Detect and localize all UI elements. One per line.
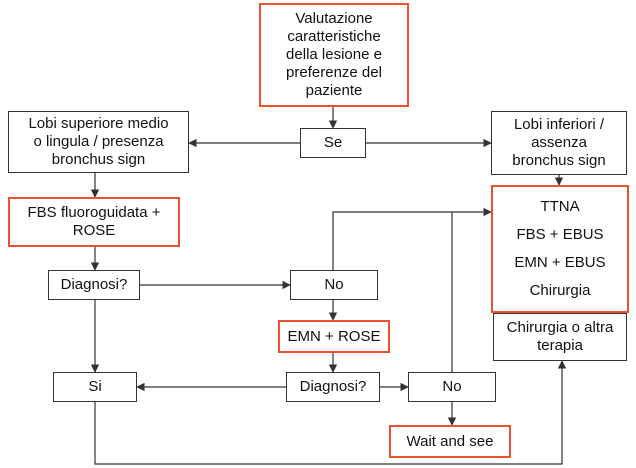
node-text-line: ROSE — [72, 222, 116, 239]
node-text-line: Chirurgia o altra — [506, 319, 614, 336]
node-si: Si — [53, 372, 137, 402]
node-no-2: No — [408, 372, 496, 402]
node-text-line: Diagnosi? — [60, 276, 128, 293]
arrow-si-chirurgia — [94, 360, 567, 465]
node-text-line: EMN + EBUS — [514, 254, 606, 271]
node-wait-and-see: Wait and see — [389, 425, 511, 458]
node-diagnosi-1: Diagnosi? — [48, 270, 140, 300]
node-options: TTNA FBS + EBUS EMN + EBUS Chirurgia — [491, 185, 629, 313]
node-emn-rose: EMN + ROSE — [278, 320, 390, 353]
node-diagnosi-2: Diagnosi? — [286, 372, 380, 402]
node-text-line: bronchus sign — [512, 152, 606, 169]
node-text-line: della lesione e — [286, 46, 382, 63]
node-text-line: TTNA — [540, 198, 580, 215]
node-text-line: Lobi superiore medio — [28, 115, 169, 132]
node-se: Se — [300, 128, 366, 158]
node-text-line: Valutazione — [295, 10, 373, 27]
node-text-line: terapia — [537, 337, 583, 354]
node-text-line: Si — [88, 378, 102, 395]
node-text-line: assenza — [531, 134, 587, 151]
node-text-line: Diagnosi? — [299, 378, 367, 395]
node-text-line: paziente — [305, 82, 363, 99]
node-text-line: FBS + EBUS — [516, 226, 604, 243]
node-text-line: FBS fluoroguidata + — [27, 204, 161, 221]
node-no-1: No — [290, 270, 378, 300]
node-text-line: Wait and see — [406, 432, 494, 450]
node-text-line: EMN + ROSE — [287, 327, 381, 345]
node-fbs: FBS fluoroguidata +ROSE — [8, 197, 180, 247]
node-text-line: No — [324, 276, 344, 293]
node-text-line: Se — [323, 134, 343, 151]
node-text-line: o lingula / presenza — [33, 133, 164, 150]
node-text-line: Lobi inferiori / — [513, 116, 605, 133]
arrow-no-options — [332, 207, 492, 270]
node-text-line: No — [442, 378, 462, 395]
node-text-line: bronchus sign — [51, 151, 146, 168]
node-text-line: caratteristiche — [287, 28, 381, 45]
node-text-line: Chirurgia — [529, 282, 591, 299]
node-text-line: preferenze del — [286, 64, 382, 81]
